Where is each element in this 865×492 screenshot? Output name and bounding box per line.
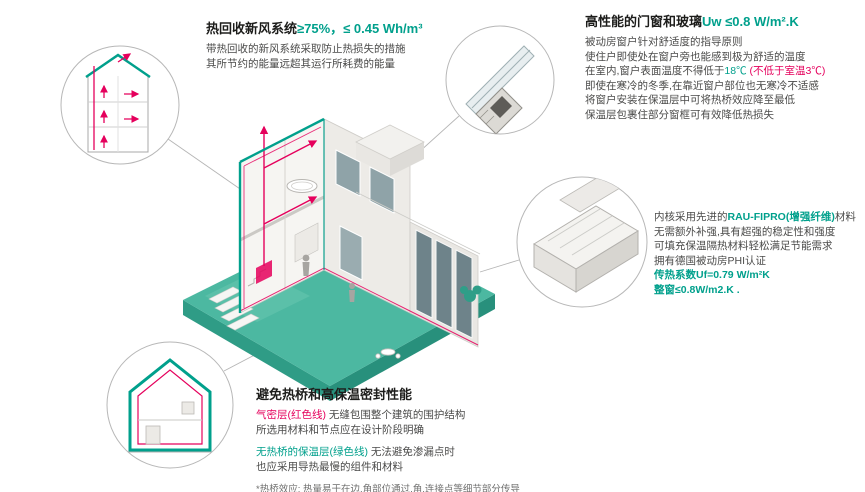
thermal-paragraph1: 气密层(红色线) 无缝包围整个建筑的围护结构 所选用材料和节点应在设计阶段明确 (256, 408, 606, 437)
windows-line1: 被动房窗户针对舒适度的指导原则 (585, 36, 743, 48)
ventilation-title-value: ≥75%，≤ 0.45 Wh/m³ (297, 21, 423, 36)
thermal-footnote: *热桥效应: 热量易于在边,角部位通过,角,连接点等细节部分传导 (256, 484, 520, 492)
profile-line1-post: 材料 (834, 211, 856, 223)
thermal-paragraph2: 无热桥的保温层(绿色线) 无法避免渗漏点时 也应采用导热最慢的组件和材料 (256, 445, 606, 474)
windows-line5: 将窗户安装在保温层中可将热桥效应降至最低 (585, 94, 795, 106)
ventilation-title: 热回收新风系统 (206, 21, 298, 36)
insulation-lines (238, 117, 325, 313)
plant (460, 285, 482, 302)
profile-line4: 拥有德国被动房PHI认证 (654, 254, 767, 267)
windows-line6: 保温层包裹住部分窗框可有效降低热损失 (585, 108, 774, 121)
thermal-p2-label: 无热桥的保温层(绿色线) (256, 446, 368, 458)
people-figures (302, 254, 355, 302)
ventilation-title-line: 热回收新风系统≥75%，≤ 0.45 Wh/m³ (206, 20, 576, 37)
windows-line2: 使住户即使处在窗户旁也能感到极为舒适的温度 (585, 50, 806, 63)
profile-line2: 无需额外补强,具有超强的稳定性和强度 (654, 225, 836, 238)
thermal-title: 避免热桥和高保温密封性能 (256, 387, 413, 402)
windows-title-value: Uw ≤0.8 W/m².K (702, 14, 799, 29)
windows-title: 高性能的门窗和玻璃 (585, 14, 703, 29)
ventilation-ducts (239, 125, 479, 346)
profile-metric1: 传热系数Uf=0.79 W/m²K (654, 269, 770, 281)
windows-line3-note: (不低于室温3℃) (749, 65, 826, 77)
ventilation-desc-line1: 带热回收的新风系统采取防止热损失的措施 (206, 43, 406, 55)
thermal-callout: 避免热桥和高保温密封性能 气密层(红色线) 无缝包围整个建筑的围护结构 所选用材… (256, 386, 606, 492)
window-detail-circle (445, 25, 555, 135)
profile-metric2: 整窗≤0.8W/m2.K . (654, 283, 740, 296)
thermal-p1-label: 气密层(红色线) (256, 409, 326, 421)
windows-line3-temp: 18℃ (724, 65, 747, 77)
profile-description: 内核采用先进的RAU-FIPRO(增强纤维)材料 无需额外补强,具有超强的稳定性… (654, 210, 865, 297)
profile-callout: 内核采用先进的RAU-FIPRO(增强纤维)材料 无需额外补强,具有超强的稳定性… (654, 210, 865, 297)
profile-line1-pre: 内核采用先进的 (654, 211, 728, 223)
profile-line1-brand: RAU-FIPRO(增强纤维) (727, 211, 835, 223)
thermal-p2-line2: 也应采用导热最慢的组件和材料 (256, 460, 403, 473)
windows-description: 被动房窗户针对舒适度的指导原则 使住户即使处在窗户旁也能感到极为舒适的温度 在室… (585, 35, 861, 122)
windows-title-line: 高性能的门窗和玻璃Uw ≤0.8 W/m².K (585, 13, 861, 30)
windows-callout: 高性能的门窗和玻璃Uw ≤0.8 W/m².K 被动房窗户针对舒适度的指导原则 … (585, 13, 861, 122)
windows-line3: 在室内,窗户表面温度不得低于18℃ (不低于室温3℃) (585, 64, 861, 79)
thermal-p2-text: 无法避免渗漏点时 (368, 446, 455, 458)
house-illustration (183, 117, 495, 401)
terrace-furniture (375, 348, 401, 359)
thermal-p1-line1: 气密层(红色线) 无缝包围整个建筑的围护结构 (256, 408, 606, 423)
windows-line3-pre: 在室内,窗户表面温度不得低于 (585, 65, 725, 77)
bathtub (286, 179, 318, 193)
thermal-envelope-circle (106, 341, 234, 469)
rooftop-box (355, 124, 425, 176)
profile-line3: 可填充保温隔热材料轻松满足节能需求 (654, 240, 833, 252)
thermal-p2-line1: 无热桥的保温层(绿色线) 无法避免渗漏点时 (256, 445, 606, 460)
ventilation-callout: 热回收新风系统≥75%，≤ 0.45 Wh/m³ 带热回收的新风系统采取防止热损… (206, 20, 576, 71)
ventilation-detail-circle (60, 45, 180, 165)
frame-profile-circle (516, 176, 648, 308)
ventilation-description: 带热回收的新风系统采取防止热损失的措施 其所节约的能量远超其运行所耗费的能量 (206, 42, 576, 71)
thermal-p1-line2: 所选用材料和节点应在设计阶段明确 (256, 423, 424, 436)
ventilation-desc-line2: 其所节约的能量远超其运行所耗费的能量 (206, 57, 395, 70)
profile-line1: 内核采用先进的RAU-FIPRO(增强纤维)材料 (654, 210, 865, 225)
thermal-p1-text: 无缝包围整个建筑的围护结构 (326, 409, 466, 421)
windows-line4: 即使在寒冷的冬季,在靠近窗户部位也无寒冷不适感 (585, 79, 819, 92)
spacer (256, 437, 606, 445)
